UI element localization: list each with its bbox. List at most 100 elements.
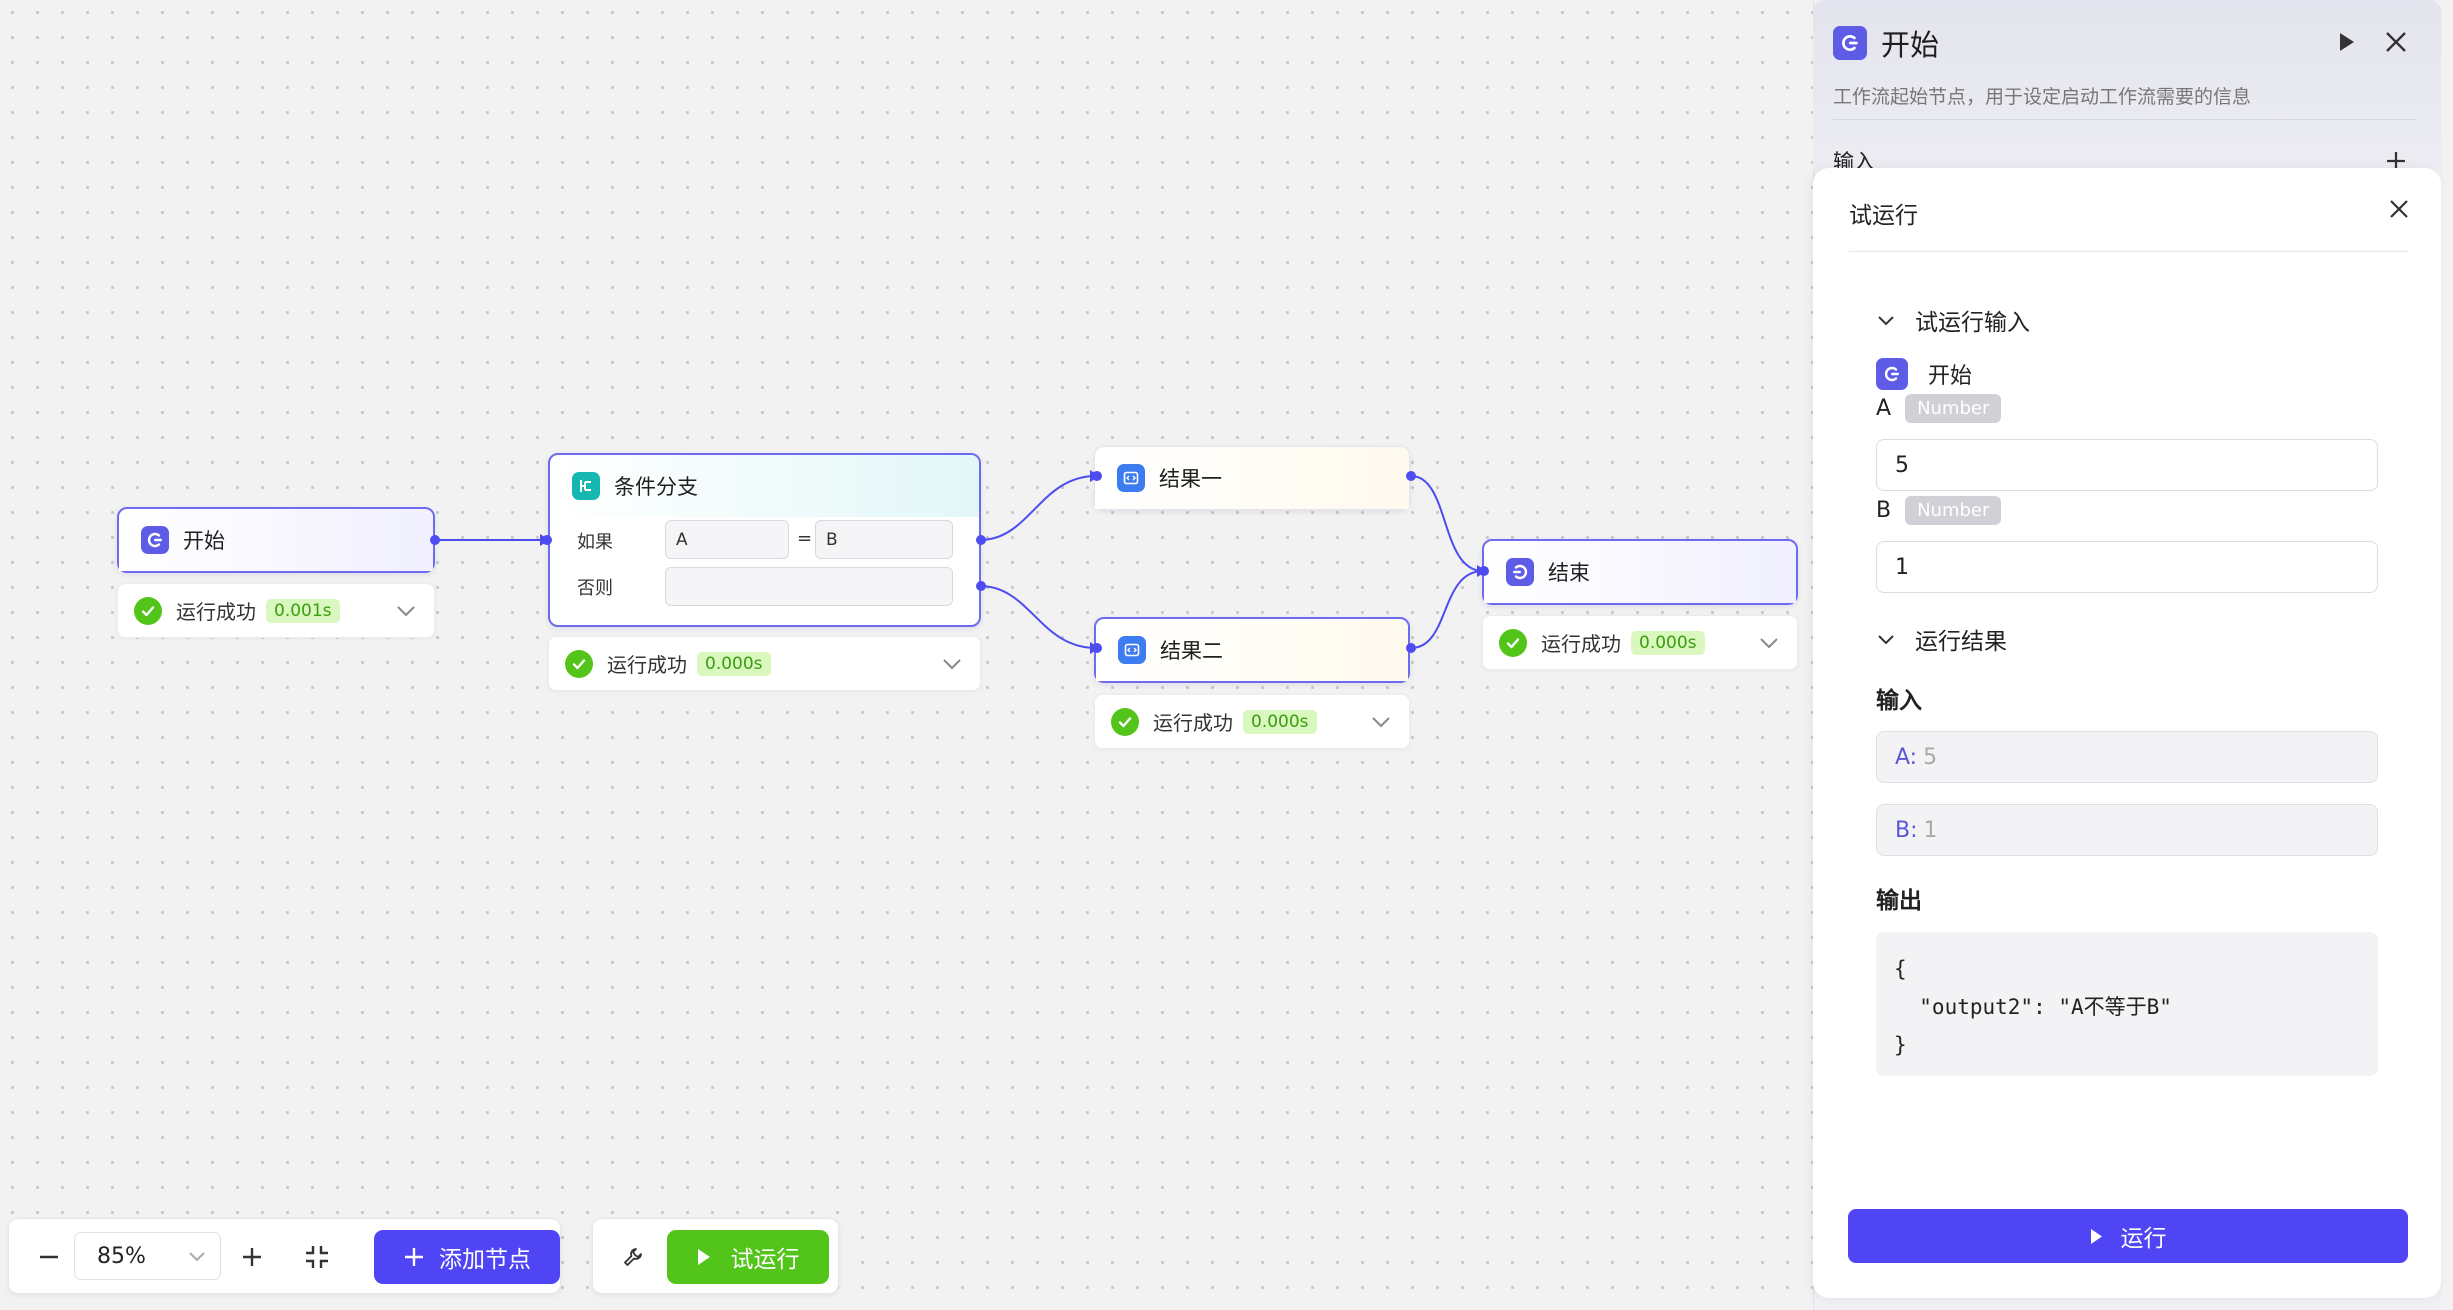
port[interactable] (1406, 471, 1416, 481)
node-start[interactable]: 开始 (117, 507, 435, 573)
code-icon (1118, 636, 1146, 664)
operator: = (797, 528, 813, 549)
var-b-label: B Number (1876, 496, 2002, 525)
start-panel-description: 工作流起始节点，用于设定启动工作流需要的信息 (1833, 86, 2252, 108)
chevron-down-icon[interactable] (942, 658, 962, 670)
run-button[interactable]: 运行 (1848, 1209, 2408, 1263)
minus-icon (40, 1255, 58, 1259)
result-input-a-key: A: (1895, 744, 1918, 770)
status-time: 0.000s (697, 651, 771, 676)
port[interactable] (976, 581, 986, 591)
wrench-icon (624, 1248, 642, 1266)
var-a-input[interactable]: 5 (1876, 439, 2378, 491)
result-input-b-value: 1 (1923, 817, 1938, 843)
right-operand[interactable]: B (815, 520, 953, 559)
status-result2[interactable]: 运行成功 0.000s (1094, 694, 1410, 749)
node-result1-title: 结果一 (1159, 467, 1222, 491)
edge-result1-end (1410, 475, 1484, 572)
node-result2[interactable]: 结果二 (1094, 617, 1410, 683)
status-condition[interactable]: 运行成功 0.000s (548, 636, 981, 691)
check-circle-icon (565, 649, 593, 678)
compress-icon (306, 1246, 328, 1268)
var-b-input[interactable]: 1 (1876, 541, 2378, 593)
output-code: { "output2": "A不等于B"} (1876, 932, 2378, 1076)
port[interactable] (1406, 643, 1416, 653)
zoom-select[interactable]: 85% (74, 1232, 221, 1280)
chevron-down-icon[interactable] (396, 605, 416, 617)
result-section-header[interactable]: 运行结果 (1877, 622, 2007, 656)
chevron-down-icon (1878, 315, 1894, 325)
test-run-button[interactable]: 试运行 (667, 1230, 829, 1284)
chevron-down-icon[interactable] (1371, 716, 1391, 728)
status-text: 运行成功 (176, 600, 256, 624)
edge-result2-end (1410, 570, 1484, 649)
status-time: 0.000s (1243, 709, 1317, 734)
chevron-down-icon[interactable] (1759, 637, 1779, 649)
test-run-drawer: 试运行 试运行输入 开始 A Number 5 B Number 1 运行结果 … (1813, 168, 2441, 1298)
node-result1[interactable]: 结果一 (1094, 446, 1410, 510)
play-icon[interactable] (2339, 32, 2355, 52)
close-icon[interactable] (2385, 31, 2407, 53)
play-icon (2090, 1228, 2102, 1244)
status-text: 运行成功 (1541, 632, 1621, 656)
port[interactable] (1479, 566, 1489, 576)
run-toolbar: 试运行 (592, 1218, 839, 1294)
play-icon (697, 1249, 710, 1265)
zoom-in-button[interactable] (232, 1237, 272, 1277)
output-line: { (1894, 957, 1907, 981)
var-a-type: Number (1905, 394, 2002, 423)
node-end[interactable]: 结束 (1482, 539, 1798, 605)
settings-button[interactable] (613, 1237, 653, 1277)
result-input-b-key: B: (1895, 817, 1918, 843)
result-input-a: A: 5 (1876, 731, 2378, 783)
status-time: 0.001s (266, 598, 340, 623)
status-start[interactable]: 运行成功 0.001s (117, 583, 435, 638)
else-label: 否则 (577, 578, 613, 599)
result-input-b: B: 1 (1876, 804, 2378, 856)
port[interactable] (1092, 643, 1102, 653)
input-node-title: 开始 (1928, 364, 1973, 389)
fit-view-button[interactable] (297, 1237, 337, 1277)
check-circle-icon (1111, 707, 1139, 736)
status-end[interactable]: 运行成功 0.000s (1482, 615, 1798, 670)
plus-icon (243, 1248, 261, 1266)
workflow-canvas[interactable]: 开始 运行成功 0.001s 条件分支 如果 A = B 否则 运行成功 0.0… (0, 0, 1810, 1310)
input-section-title: 试运行输入 (1915, 310, 2030, 336)
add-node-label: 添加节点 (439, 1247, 531, 1273)
else-box[interactable] (665, 567, 953, 606)
zoom-toolbar: 85% 添加节点 (8, 1218, 561, 1294)
node-condition-title: 条件分支 (614, 475, 698, 499)
drawer-title: 试运行 (1849, 203, 1918, 229)
output-line: } (1894, 1033, 1907, 1057)
edge-condition-result1 (979, 475, 1097, 541)
start-icon (1833, 26, 1867, 60)
output-label: 输出 (1876, 888, 1922, 914)
chevron-down-icon (189, 1252, 205, 1262)
plus-icon[interactable] (2385, 150, 2407, 172)
port[interactable] (542, 535, 552, 545)
close-icon[interactable] (2389, 199, 2409, 219)
port[interactable] (1092, 471, 1102, 481)
var-b-type: Number (1905, 496, 2002, 525)
add-node-button[interactable]: 添加节点 (374, 1230, 560, 1284)
port[interactable] (976, 535, 986, 545)
start-panel-title: 开始 (1881, 28, 1940, 62)
zoom-out-button[interactable] (29, 1237, 69, 1277)
end-icon (1506, 558, 1534, 586)
left-operand[interactable]: A (665, 520, 789, 559)
chevron-down-icon (1878, 634, 1894, 644)
zoom-value: 85% (97, 1243, 146, 1269)
branch-icon (572, 472, 600, 500)
node-end-title: 结束 (1548, 561, 1590, 585)
input-section-header[interactable]: 试运行输入 (1877, 303, 2030, 337)
node-start-title: 开始 (183, 529, 225, 553)
port[interactable] (430, 535, 440, 545)
input-node-label: 开始 (1876, 358, 1972, 390)
result-input-a-value: 5 (1923, 744, 1938, 770)
start-icon (141, 526, 169, 554)
node-condition[interactable]: 条件分支 如果 A = B 否则 (548, 453, 981, 627)
test-run-label: 试运行 (730, 1247, 800, 1273)
node-result2-title: 结果二 (1160, 639, 1223, 663)
plus-icon (405, 1248, 423, 1266)
status-time: 0.000s (1631, 630, 1705, 655)
